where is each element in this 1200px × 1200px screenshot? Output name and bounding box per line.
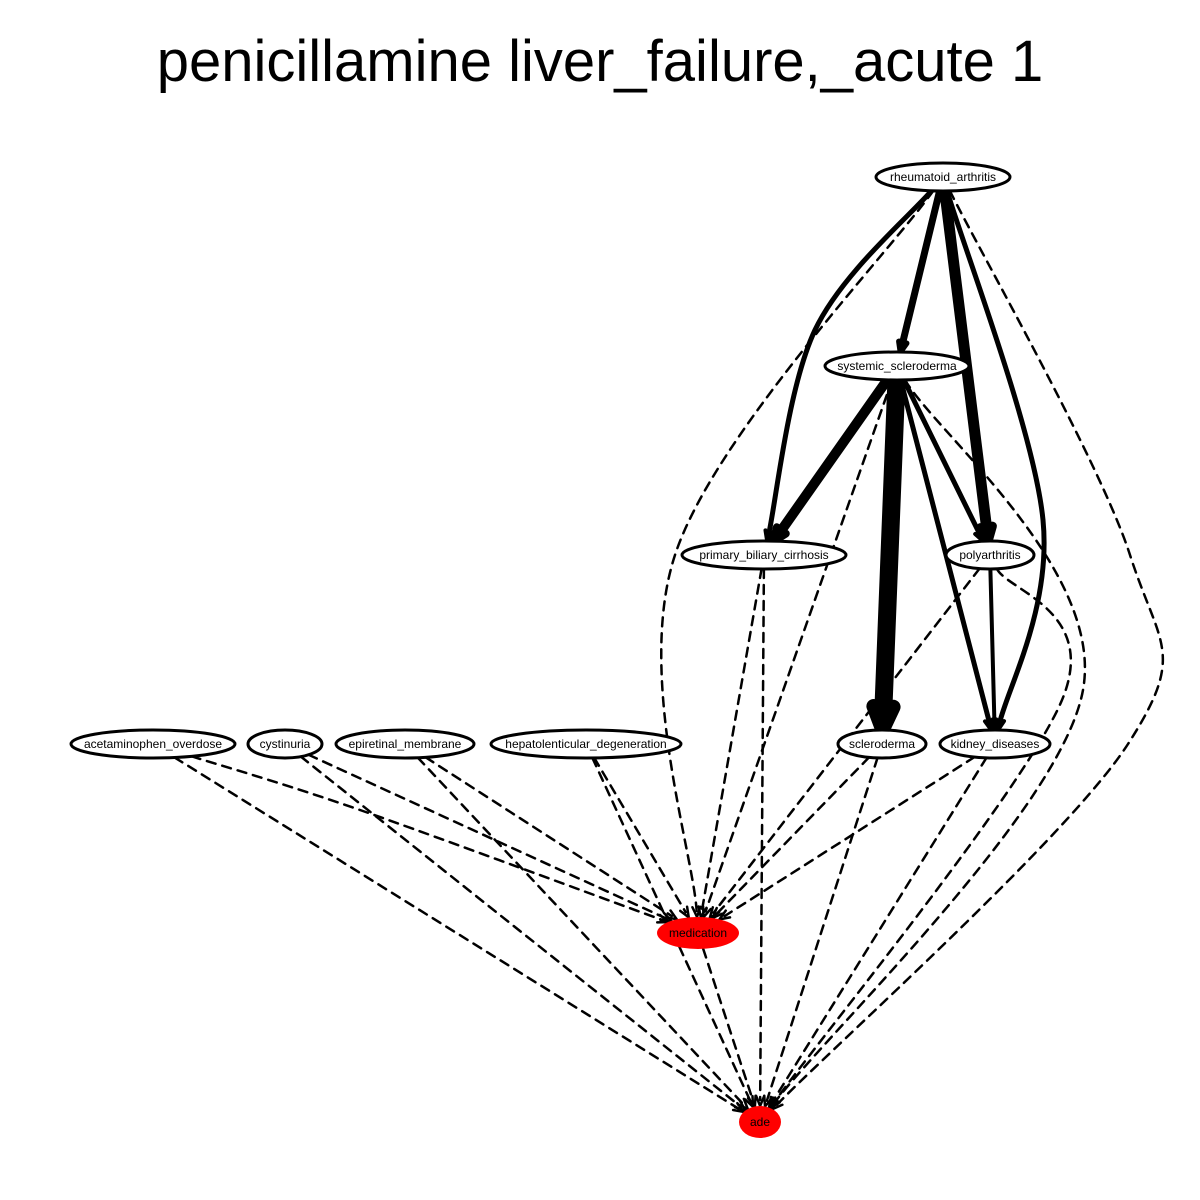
node-label: ade	[750, 1115, 770, 1129]
node-cystinuria[interactable]: cystinuria	[246, 728, 324, 760]
edge-arrowhead	[697, 905, 708, 919]
node-shape	[938, 728, 1052, 760]
edge-primary_biliary_cirrhosis-to-medication	[697, 567, 763, 919]
node-shape	[334, 728, 476, 760]
edge-line	[659, 189, 935, 913]
edge-primary_biliary_cirrhosis-to-ade	[754, 567, 766, 1108]
node-label: primary_biliary_cirrhosis	[699, 548, 828, 562]
edge-line	[593, 756, 687, 914]
node-epiretinal_membrane[interactable]: epiretinal_membrane	[334, 728, 476, 760]
edge-scleroderma-to-ade	[763, 756, 879, 1108]
edge-line	[307, 753, 668, 920]
edge-line	[773, 374, 893, 540]
edge-systemic_scleroderma-to-medication	[701, 378, 894, 919]
edge-epiretinal_membrane-to-medication	[424, 756, 679, 921]
node-shape	[69, 728, 237, 760]
edge-arrowhead	[733, 1099, 747, 1112]
edge-arrowhead	[743, 1094, 755, 1109]
edge-line	[190, 755, 664, 922]
node-acetaminophen_overdose[interactable]: acetaminophen_overdose	[69, 728, 237, 760]
node-label: hepatolenticular_degeneration	[505, 737, 666, 751]
node-shape	[489, 728, 683, 760]
edge-systemic_scleroderma-to-scleroderma	[866, 371, 906, 738]
edge-line	[988, 567, 997, 727]
edge-line	[424, 756, 673, 918]
node-label: kidney_diseases	[951, 737, 1040, 751]
node-label: polyarthritis	[959, 548, 1020, 562]
node-label: acetaminophen_overdose	[84, 737, 222, 751]
edge-line	[723, 755, 976, 918]
node-label: systemic_scleroderma	[837, 359, 957, 373]
node-shape	[823, 350, 971, 382]
edge-medication-to-ade	[701, 947, 757, 1108]
node-rheumatoid_arthritis[interactable]: rheumatoid_arthritis	[874, 161, 1012, 193]
node-hepatolenticular_degeneration[interactable]: hepatolenticular_degeneration	[489, 728, 683, 760]
edge-arrowhead	[678, 905, 691, 919]
edge-hepatolenticular_degeneration-to-ade	[591, 756, 755, 1109]
edge-line	[874, 371, 906, 725]
graph-title: penicillamine liver_failure,_acute 1	[156, 29, 1044, 94]
node-label: rheumatoid_arthritis	[890, 170, 996, 184]
edge-acetaminophen_overdose-to-medication	[190, 755, 670, 924]
edge-arrowhead	[718, 909, 732, 921]
edges-layer	[173, 185, 1165, 1114]
nodes-layer: rheumatoid_arthritis systemic_scleroderma…	[69, 161, 1052, 1138]
edge-rheumatoid_arthritis-to-ade	[771, 189, 1165, 1111]
edge-line	[765, 756, 879, 1102]
edge-line	[765, 188, 934, 538]
node-ade[interactable]: ade	[739, 1106, 781, 1138]
edge-line	[770, 756, 988, 1104]
edge-line	[701, 947, 755, 1103]
edge-line	[715, 756, 871, 915]
node-label: medication	[669, 926, 727, 940]
edge-polyarthritis-to-kidney_diseases	[988, 567, 1000, 732]
edge-line	[700, 567, 763, 913]
edge-cystinuria-to-ade	[299, 755, 747, 1112]
node-shape	[657, 917, 739, 949]
node-primary_biliary_cirrhosis[interactable]: primary_biliary_cirrhosis	[680, 539, 848, 571]
node-scleroderma[interactable]: scleroderma	[836, 728, 928, 760]
node-shape	[836, 728, 928, 760]
node-systemic_scleroderma[interactable]: systemic_scleroderma	[823, 350, 971, 382]
edge-rheumatoid_arthritis-to-kidney_diseases	[944, 188, 1047, 733]
edge-line	[901, 377, 984, 539]
edge-line	[775, 189, 1165, 1107]
edge-cystinuria-to-medication	[307, 753, 673, 923]
edge-line	[944, 188, 1047, 727]
edge-kidney_diseases-to-ade	[767, 756, 988, 1109]
node-shape	[246, 728, 324, 760]
node-shape	[874, 161, 1012, 193]
edge-line	[416, 756, 745, 1106]
edge-hepatolenticular_degeneration-to-medication	[593, 756, 691, 919]
node-medication[interactable]: medication	[657, 917, 739, 949]
edge-line	[704, 378, 894, 913]
node-kidney_diseases[interactable]: kidney_diseases	[938, 728, 1052, 760]
edge-line	[591, 756, 752, 1103]
edge-line	[299, 755, 743, 1108]
node-shape	[680, 539, 848, 571]
edge-line	[758, 567, 766, 1102]
node-label: cystinuria	[260, 737, 311, 751]
node-shape	[739, 1106, 781, 1138]
node-label: scleroderma	[849, 737, 915, 751]
edge-kidney_diseases-to-medication	[718, 755, 976, 921]
node-label: epiretinal_membrane	[349, 737, 462, 751]
edge-line	[772, 378, 1087, 1105]
node-polyarthritis[interactable]: polyarthritis	[944, 539, 1036, 571]
edge-line	[173, 756, 740, 1110]
edge-line	[898, 187, 944, 350]
node-shape	[944, 539, 1036, 571]
